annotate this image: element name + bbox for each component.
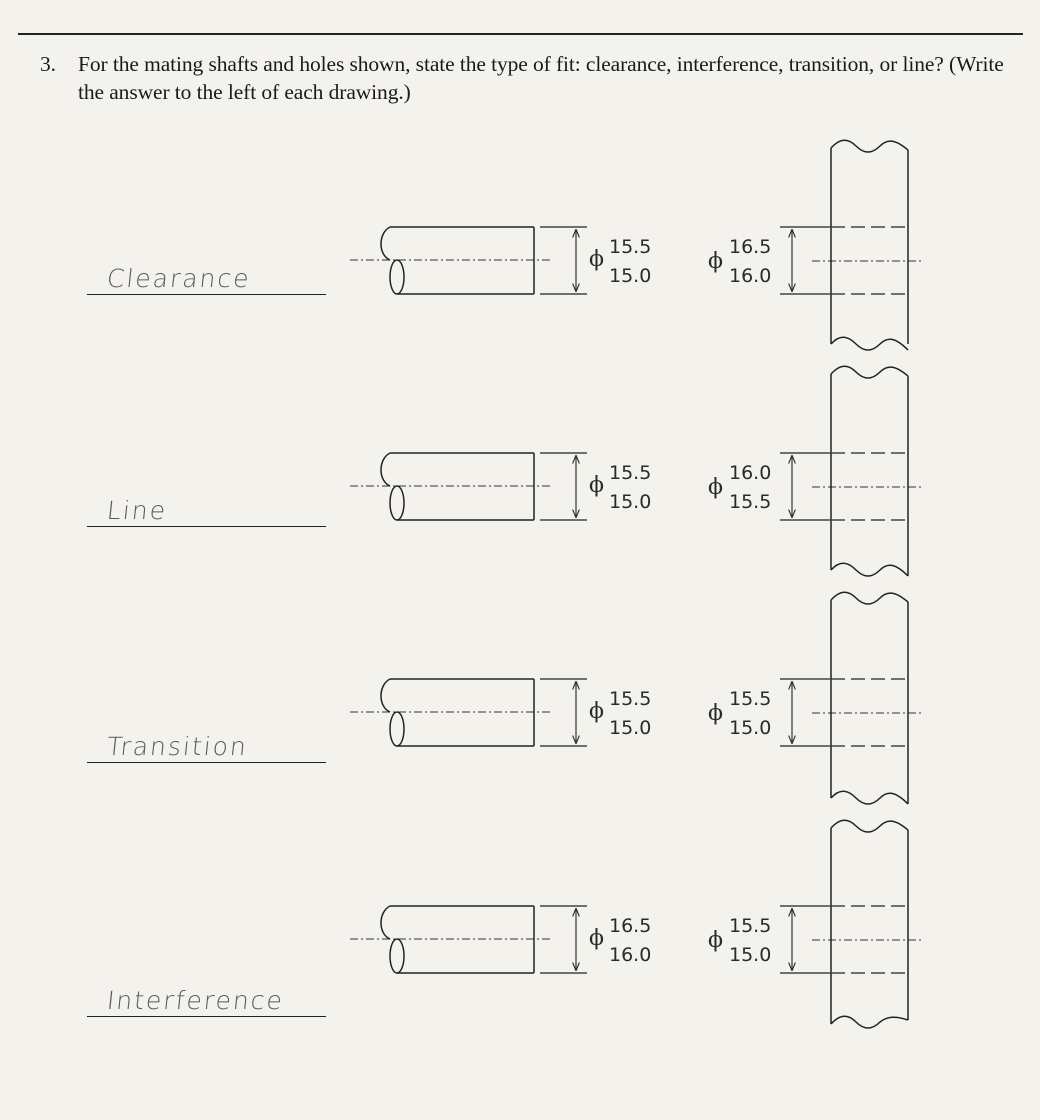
- top-rule: [18, 33, 1023, 35]
- hole-drawing-2: [780, 453, 922, 520]
- diameter-symbol: ϕ: [708, 701, 723, 726]
- diameter-symbol: ϕ: [589, 247, 604, 272]
- shaft-drawing-1: [350, 227, 587, 294]
- diameter-symbol: ϕ: [589, 926, 604, 951]
- hole-dim-1: 16.5 16.0: [729, 233, 771, 291]
- hole-dim-2: 16.0 15.5: [729, 459, 771, 517]
- hole-drawing-1: [780, 227, 922, 294]
- shaft-min-1: 15.0: [609, 265, 652, 287]
- diameter-symbol: ϕ: [708, 249, 723, 274]
- diameter-symbol: ϕ: [589, 473, 604, 498]
- shaft-dim-2: 15.5 15.0: [609, 459, 651, 517]
- shaft-drawing-2: [350, 453, 587, 520]
- hole-max-3: 15.5: [729, 688, 772, 710]
- hole-max-1: 16.5: [729, 236, 772, 258]
- answer-field-3[interactable]: Transition: [87, 702, 326, 763]
- hole-min-2: 15.5: [729, 491, 772, 513]
- hole-min-1: 16.0: [729, 265, 772, 287]
- hole-dim-4: 15.5 15.0: [729, 912, 771, 970]
- hole-max-4: 15.5: [729, 915, 772, 937]
- shaft-drawing-4: [350, 906, 587, 973]
- shaft-max-3: 15.5: [609, 688, 652, 710]
- shaft-min-4: 16.0: [609, 944, 652, 966]
- shaft-min-2: 15.0: [609, 491, 652, 513]
- shaft-drawing-3: [350, 679, 587, 746]
- plate-4: [830, 819, 909, 1029]
- diameter-symbol: ϕ: [589, 699, 604, 724]
- shaft-max-4: 16.5: [609, 915, 652, 937]
- question: 3. For the mating shafts and holes shown…: [40, 50, 1030, 106]
- shaft-dim-4: 16.5 16.0: [609, 912, 651, 970]
- shaft-min-3: 15.0: [609, 717, 652, 739]
- hole-min-3: 15.0: [729, 717, 772, 739]
- plate-3: [830, 591, 909, 805]
- plate-1: [830, 139, 909, 351]
- plate-2: [830, 365, 909, 577]
- shaft-dim-3: 15.5 15.0: [609, 685, 651, 743]
- shaft-max-2: 15.5: [609, 462, 652, 484]
- shaft-dim-1: 15.5 15.0: [609, 233, 651, 291]
- hole-drawing-3: [780, 679, 922, 746]
- shaft-max-1: 15.5: [609, 236, 652, 258]
- diameter-symbol: ϕ: [708, 475, 723, 500]
- answer-field-1[interactable]: Clearance: [87, 234, 326, 295]
- hole-max-2: 16.0: [729, 462, 772, 484]
- question-number: 3.: [40, 52, 56, 76]
- answer-field-4[interactable]: Interference: [87, 956, 326, 1017]
- diameter-symbol: ϕ: [708, 928, 723, 953]
- hole-min-4: 15.0: [729, 944, 772, 966]
- answer-field-2[interactable]: Line: [87, 466, 326, 527]
- question-text: For the mating shafts and holes shown, s…: [78, 52, 1004, 104]
- hole-drawing-4: [780, 906, 922, 973]
- hole-dim-3: 15.5 15.0: [729, 685, 771, 743]
